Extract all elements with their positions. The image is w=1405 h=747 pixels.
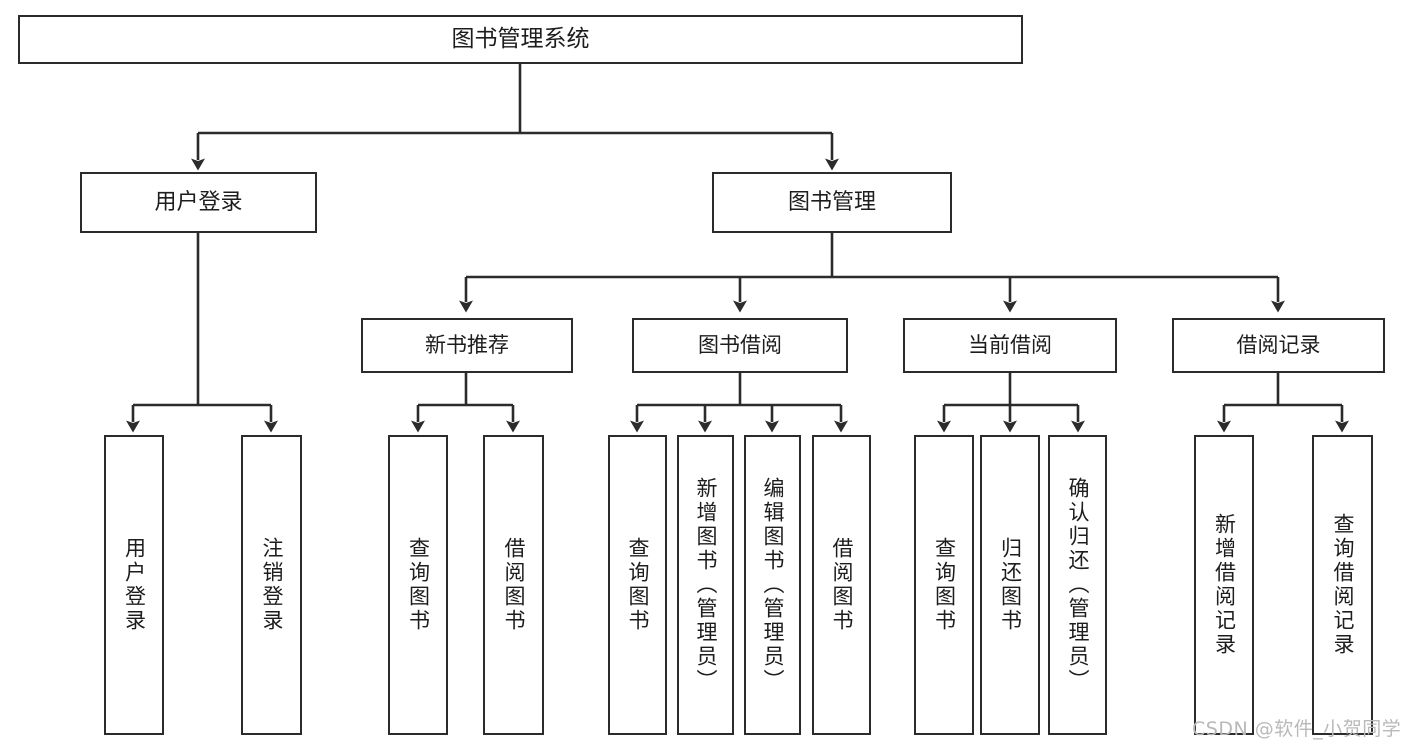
leaf-user-logout[interactable]: 注销登录	[241, 435, 302, 735]
node-borrow-record[interactable]: 借阅记录	[1172, 318, 1385, 373]
node-label: 新书推荐	[425, 333, 509, 358]
node-label: 借阅记录	[1236, 333, 1321, 358]
leaf-query-book-1[interactable]: 查询图书	[388, 435, 448, 735]
leaf-confirm-return[interactable]: 确认归还（管理员）	[1048, 435, 1107, 735]
node-root-system[interactable]: 图书管理系统	[18, 15, 1023, 64]
leaf-query-record[interactable]: 查询借阅记录	[1312, 435, 1373, 735]
leaf-user-login[interactable]: 用户登录	[104, 435, 164, 735]
node-label: 新增借阅记录	[1212, 513, 1237, 657]
node-label: 新增图书（管理员）	[694, 477, 718, 693]
node-label: 当前借阅	[968, 333, 1052, 358]
leaf-edit-book[interactable]: 编辑图书（管理员）	[744, 435, 801, 735]
node-label: 编辑图书（管理员）	[761, 477, 785, 693]
node-label: 查询图书	[406, 537, 431, 633]
leaf-query-book-2[interactable]: 查询图书	[608, 435, 667, 735]
node-new-book-rec[interactable]: 新书推荐	[361, 318, 573, 373]
node-label: 借阅图书	[502, 537, 526, 633]
node-label: 查询图书	[626, 537, 650, 633]
node-label: 用户登录	[122, 537, 147, 633]
leaf-add-record[interactable]: 新增借阅记录	[1194, 435, 1254, 735]
node-book-manage[interactable]: 图书管理	[712, 172, 952, 233]
node-label: 归还图书	[998, 537, 1023, 633]
node-label: 借阅图书	[830, 537, 854, 633]
node-label: 查询借阅记录	[1331, 513, 1355, 657]
leaf-add-book[interactable]: 新增图书（管理员）	[677, 435, 734, 735]
node-user-login[interactable]: 用户登录	[80, 172, 317, 233]
leaf-return-book[interactable]: 归还图书	[980, 435, 1040, 735]
leaf-query-book-3[interactable]: 查询图书	[914, 435, 974, 735]
node-book-borrow[interactable]: 图书借阅	[632, 318, 848, 373]
node-label: 用户登录	[154, 189, 243, 215]
leaf-borrow-book-2[interactable]: 借阅图书	[812, 435, 871, 735]
leaf-borrow-book-1[interactable]: 借阅图书	[483, 435, 544, 735]
node-label: 确认归还（管理员）	[1066, 477, 1090, 693]
node-label: 图书管理系统	[451, 26, 590, 53]
node-label: 注销登录	[260, 537, 284, 633]
node-label: 图书借阅	[698, 333, 782, 358]
csdn-watermark: CSDN @软件_小贺同学	[1192, 718, 1402, 740]
node-label: 查询图书	[932, 537, 957, 633]
node-label: 图书管理	[787, 189, 876, 215]
node-current-borrow[interactable]: 当前借阅	[903, 318, 1117, 373]
